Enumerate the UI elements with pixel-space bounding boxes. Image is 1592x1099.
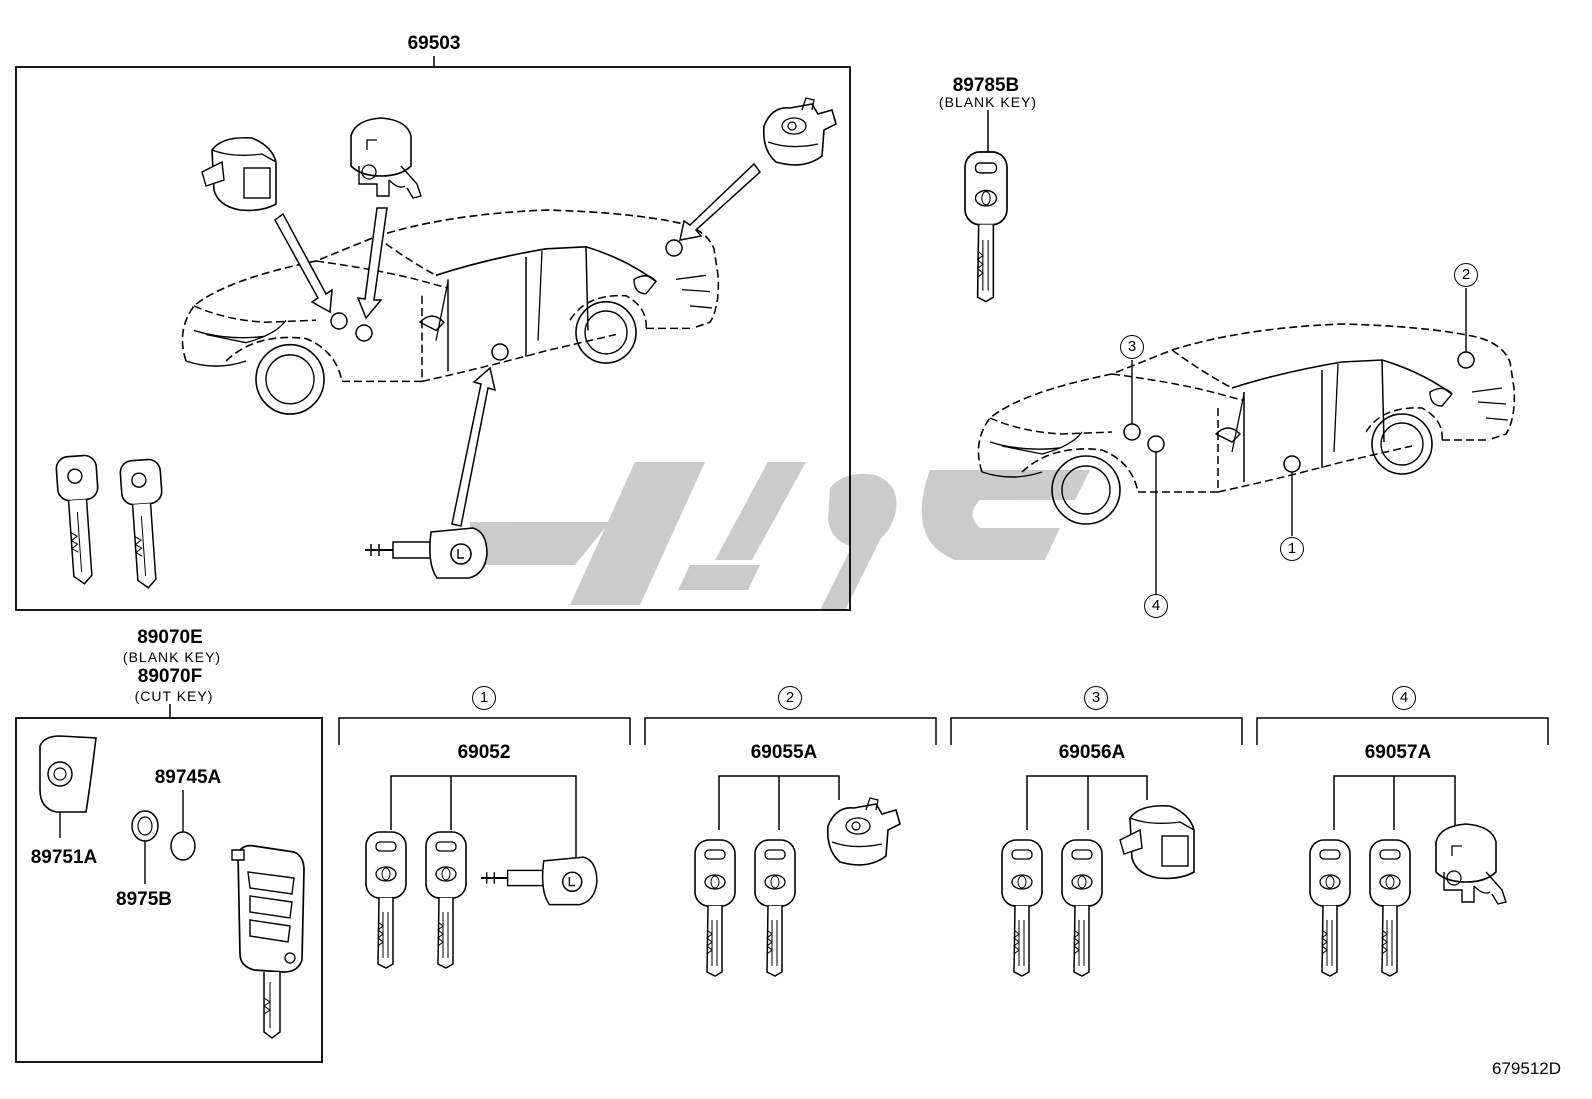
main-assembly-part-number: 69503	[407, 33, 461, 54]
lock-set-4-marker: 4	[1392, 686, 1416, 710]
location-marker-4: 4	[1144, 594, 1168, 618]
remote-key-part-number-2: 89070F	[137, 666, 203, 687]
remote-key-frame	[15, 704, 323, 1063]
remote-key-note-2: (CUT KEY)	[134, 688, 214, 704]
location-marker-3: 3	[1120, 335, 1144, 359]
marker-leaders	[1131, 288, 1467, 594]
lock-set-brackets	[338, 717, 1549, 870]
lock-set-2-part-number: 69055A	[750, 742, 818, 763]
blank-key-note: (BLANK KEY)	[938, 94, 1038, 110]
blank-key-part-number: 89785B	[952, 75, 1020, 96]
main-assembly-frame	[15, 56, 851, 611]
remote-key-part-number-1: 89070E	[137, 627, 203, 648]
location-arrows	[274, 162, 762, 527]
illustration-code: 679512D	[1492, 1059, 1562, 1078]
watermark	[470, 462, 1090, 610]
flip-key	[231, 844, 305, 1039]
battery-part-number: 8975B	[116, 889, 172, 910]
location-marker-1: 1	[1280, 537, 1304, 561]
lock-set-4-part-number: 69057A	[1364, 742, 1432, 763]
lock-set-1-part-number: 69052	[457, 742, 511, 763]
battery-parts	[131, 790, 196, 884]
lock-set-3-marker: 3	[1084, 686, 1108, 710]
location-marker-2: 2	[1454, 263, 1478, 287]
remote-key-note-1: (BLANK KEY)	[122, 649, 222, 665]
lock-set-2-marker: 2	[778, 686, 802, 710]
lock-set-1-marker: 1	[472, 686, 496, 710]
battery-cover-part-number: 89745A	[154, 767, 222, 788]
vehicle-outline-left	[181, 209, 720, 415]
key-cover-part-number: 89751A	[30, 847, 98, 868]
lock-set-3-part-number: 69056A	[1058, 742, 1126, 763]
remote-key-cover	[39, 735, 97, 838]
